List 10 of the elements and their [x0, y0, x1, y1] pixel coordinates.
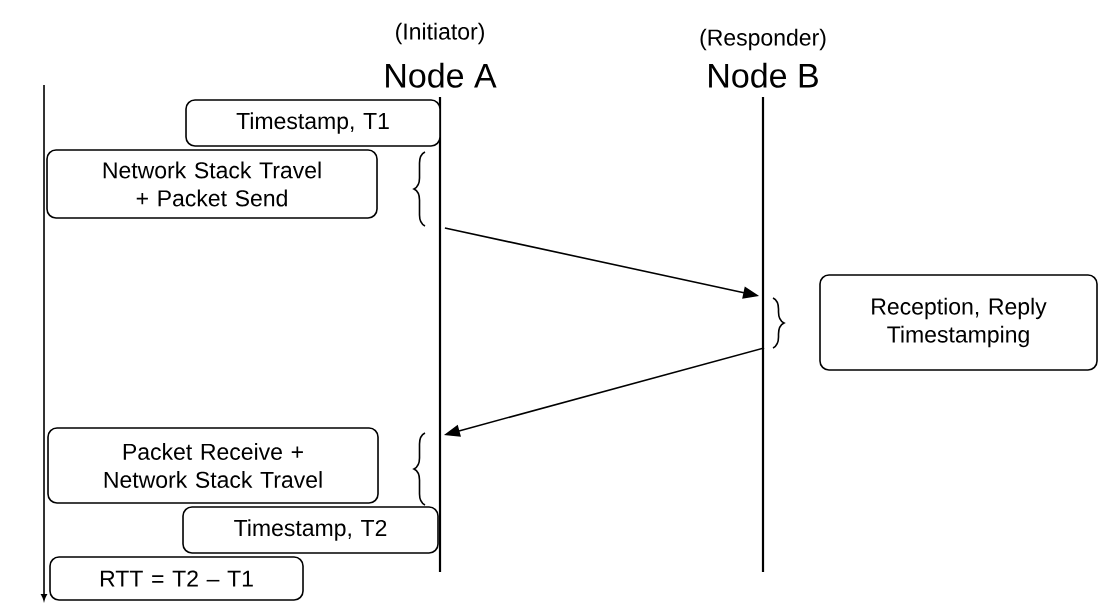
rounded-box: RTT = T2 – T1: [49, 556, 304, 601]
participant-role: (Initiator): [396, 22, 484, 45]
rounded-box: Timestamp, T1: [185, 99, 441, 147]
rounded-box: Timestamp, T2: [182, 506, 439, 554]
rounded-box: Reception, Reply Timestamping: [819, 274, 1098, 371]
rounded-box: Network Stack Travel + Packet Send: [46, 149, 378, 219]
participant-name: Node A: [386, 62, 497, 88]
rounded-box: Packet Receive + Network Stack Travel: [47, 427, 379, 504]
participant-role: (Responder): [700, 28, 826, 51]
participant-name: Node B: [709, 62, 818, 88]
